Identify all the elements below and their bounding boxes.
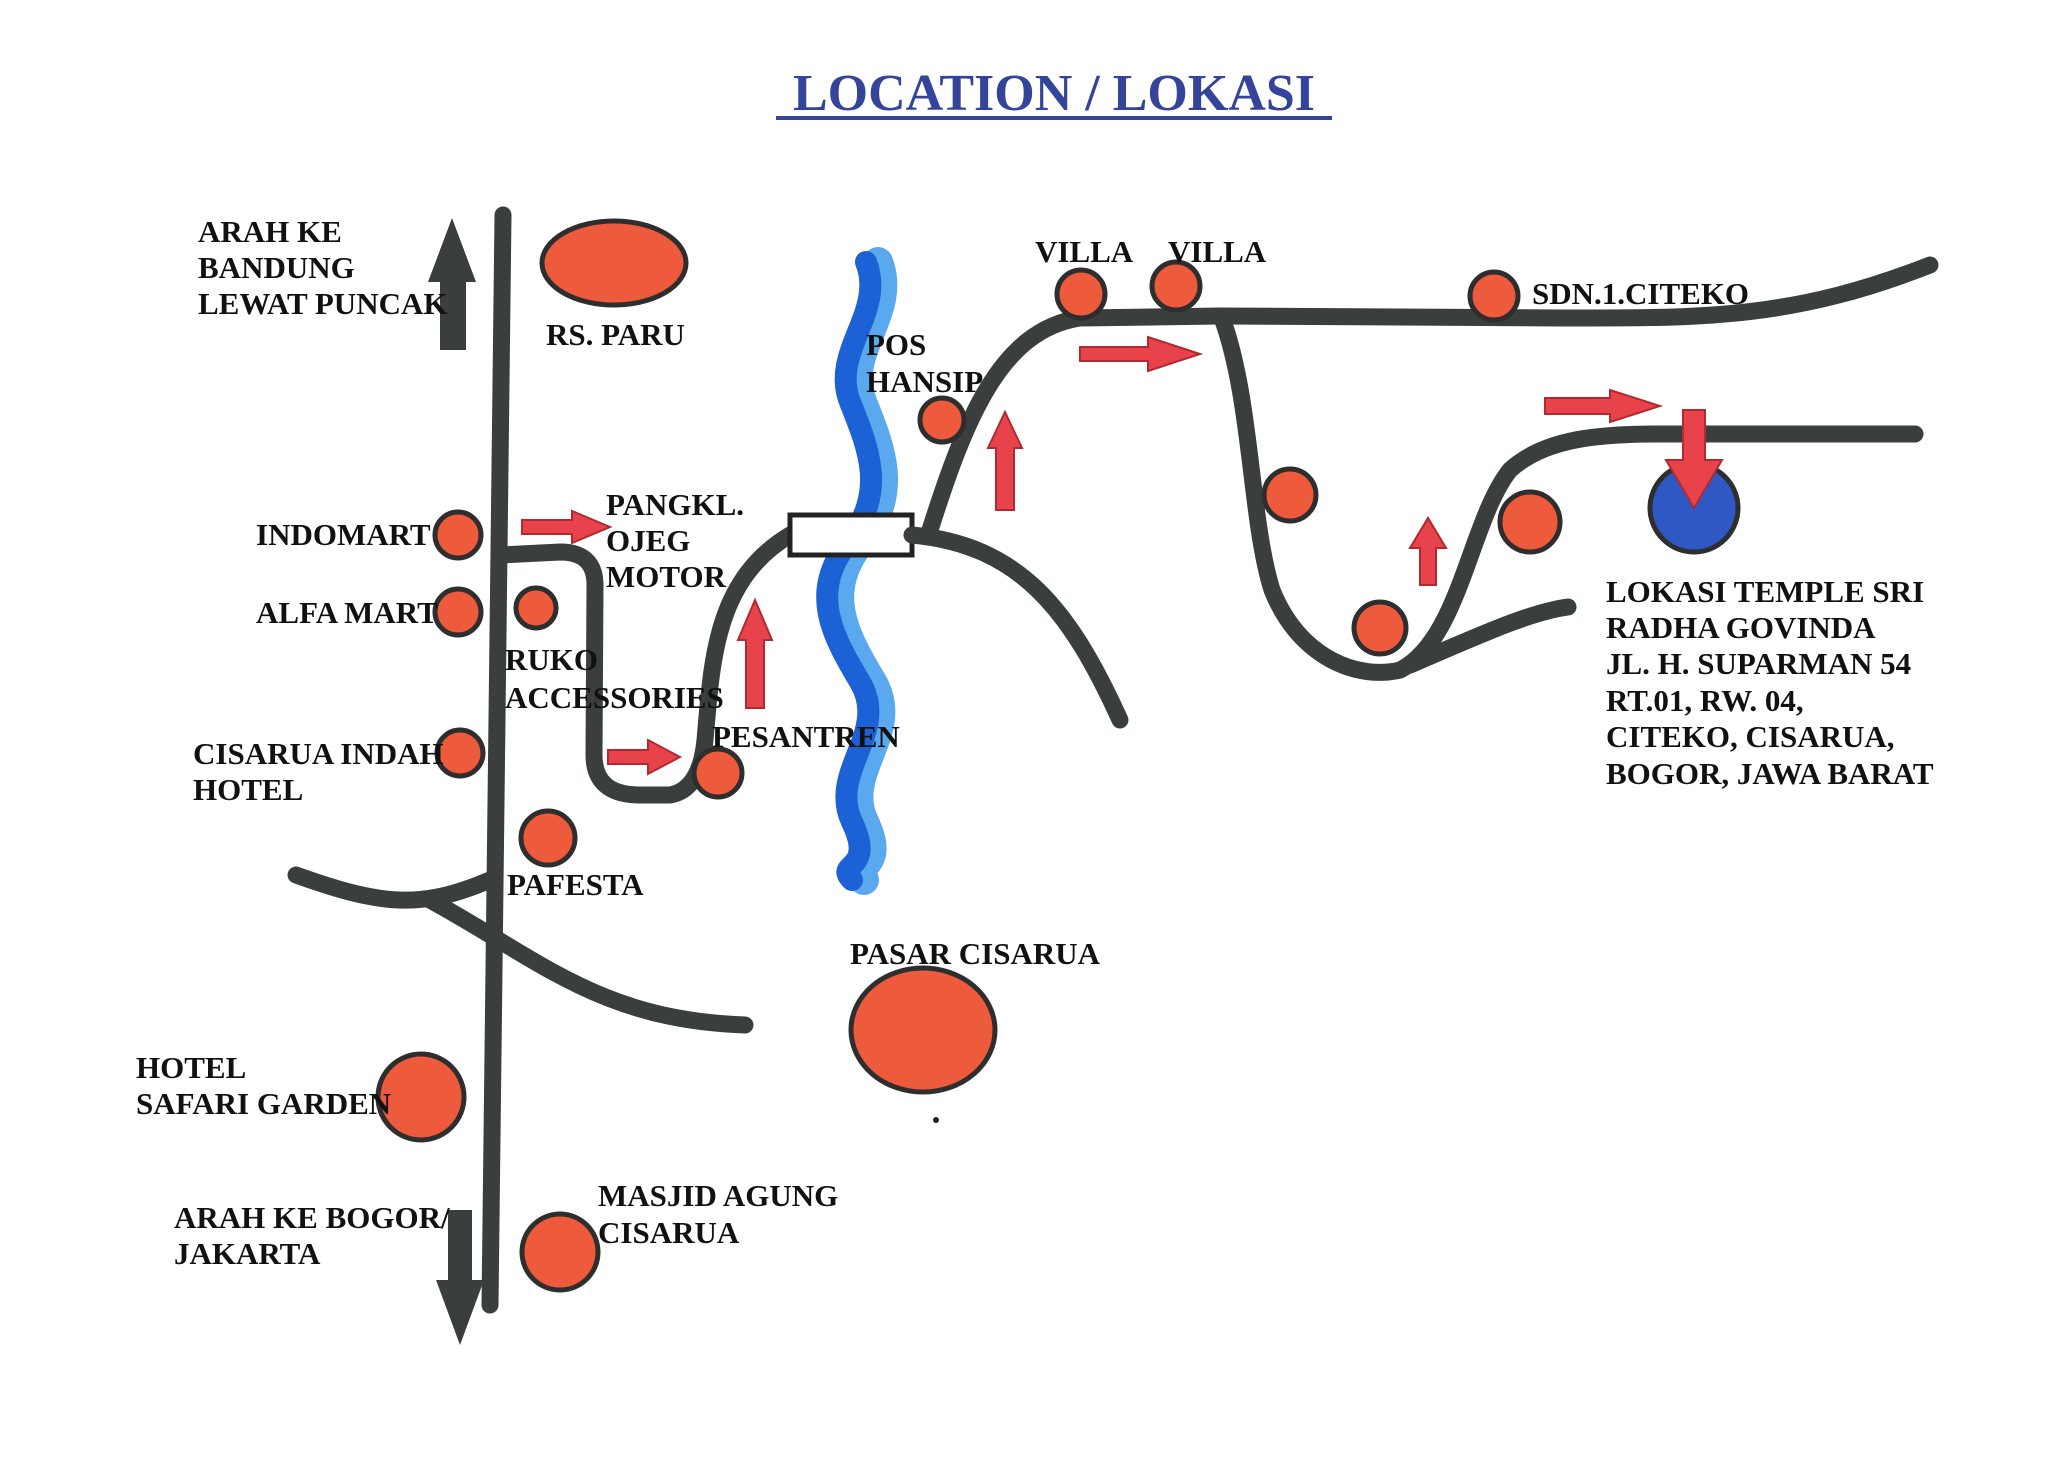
villa-2-marker	[1149, 259, 1203, 313]
destination-marker	[1647, 409, 1741, 555]
label-rs-paru: RS. PARU	[546, 317, 685, 352]
road-network	[287, 206, 1939, 1314]
label-cisarua-indah-1: CISARUA INDAH	[193, 736, 444, 771]
road-up-villa	[921, 307, 1229, 539]
bridge	[787, 512, 915, 558]
label-to-bandung-1: ARAH KE	[198, 214, 342, 249]
arrow-up-icon	[736, 597, 774, 709]
arrow-right-icon	[607, 738, 683, 776]
river	[816, 247, 899, 895]
sdn-citeko-marker	[1467, 269, 1521, 323]
label-villa-1: VILLA	[1035, 234, 1134, 269]
map-labels: ARAH KE BANDUNG LEWAT PUNCAK RS. PARU IN…	[136, 214, 1934, 1271]
indomart-marker	[432, 509, 484, 561]
label-villa-2: VILLA	[1168, 234, 1267, 269]
label-pasar: PASAR CISARUA	[850, 936, 1101, 971]
road-east-branch	[903, 526, 1129, 729]
label-pangkalan-1: PANGKL.	[606, 487, 744, 522]
arrow-down-bogor-icon	[436, 1210, 484, 1345]
arrow-right-icon	[1544, 388, 1664, 424]
label-ruko-1: RUKO	[505, 642, 598, 677]
label-destination-5: CITEKO, CISARUA,	[1606, 719, 1895, 754]
label-pos-hansip-2: HANSIP	[866, 364, 983, 399]
label-cisarua-indah-2: HOTEL	[193, 772, 303, 807]
valley-marker-1	[1261, 466, 1319, 524]
pos-hansip-marker	[917, 395, 967, 445]
villa-1-marker	[1054, 267, 1108, 321]
speck-dot	[933, 1117, 939, 1123]
road-valley-branch	[1401, 598, 1577, 674]
pasar-marker	[848, 965, 998, 1095]
label-to-bogor-2: JAKARTA	[174, 1236, 321, 1271]
label-pafesta: PAFESTA	[507, 867, 644, 902]
map-title: LOCATION / LOKASI	[776, 65, 1332, 122]
road-sdn-citeko	[1211, 256, 1939, 327]
road-valley	[1213, 309, 1924, 681]
label-destination-4: RT.01, RW. 04,	[1606, 683, 1804, 718]
valley-marker-3	[1497, 489, 1563, 555]
title-text: LOCATION / LOKASI	[793, 65, 1315, 122]
label-masjid-2: CISARUA	[598, 1215, 740, 1250]
safari-garden-marker	[375, 1051, 467, 1143]
label-masjid-1: MASJID AGUNG	[598, 1178, 838, 1213]
pesantren-marker	[691, 746, 745, 800]
road-to-bridge	[491, 526, 799, 804]
label-destination-3: JL. H. SUPARMAN 54	[1606, 646, 1911, 681]
label-indomart: INDOMART	[256, 517, 431, 552]
valley-marker-2	[1351, 599, 1409, 657]
direction-arrows	[428, 218, 484, 1345]
cisarua-indah-marker	[434, 727, 486, 779]
label-destination-1: LOKASI TEMPLE SRI	[1606, 574, 1924, 609]
road-west-junction	[287, 866, 499, 909]
rs-paru-marker	[539, 218, 689, 308]
label-sdn-citeko: SDN.1.CITEKO	[1532, 276, 1749, 311]
label-to-bandung-2: BANDUNG	[198, 250, 355, 285]
route-arrows	[521, 335, 1664, 776]
arrow-up-bandung-icon	[428, 218, 476, 350]
label-safari-1: HOTEL	[136, 1050, 246, 1085]
pafesta-marker	[518, 808, 578, 868]
destination-arrow	[1664, 409, 1724, 510]
label-destination-6: BOGOR, JAWA BARAT	[1606, 756, 1934, 791]
alfa-mart-marker	[432, 586, 484, 638]
label-pos-hansip-1: POS	[866, 327, 926, 362]
arrow-up-icon	[986, 409, 1024, 511]
landmarks	[375, 218, 1563, 1293]
label-safari-2: SAFARI GARDEN	[136, 1086, 391, 1121]
ruko-marker	[513, 585, 559, 631]
masjid-marker	[519, 1211, 601, 1293]
road-pasar	[421, 891, 754, 1034]
label-ruko-2: ACCESSORIES	[505, 680, 724, 715]
arrow-up-icon	[1408, 516, 1448, 586]
main-highway	[481, 206, 512, 1314]
label-pesantren: PESANTREN	[712, 719, 900, 754]
label-alfa-mart: ALFA MART	[256, 595, 438, 630]
label-pangkalan-3: MOTOR	[606, 559, 727, 594]
label-destination-2: RADHA GOVINDA	[1606, 610, 1876, 645]
label-pangkalan-2: OJEG	[606, 523, 690, 558]
label-to-bogor-1: ARAH KE BOGOR/	[174, 1200, 450, 1235]
label-to-bandung-3: LEWAT PUNCAK	[198, 286, 447, 321]
arrow-right-icon	[1079, 335, 1204, 373]
arrow-right-icon	[521, 509, 613, 545]
